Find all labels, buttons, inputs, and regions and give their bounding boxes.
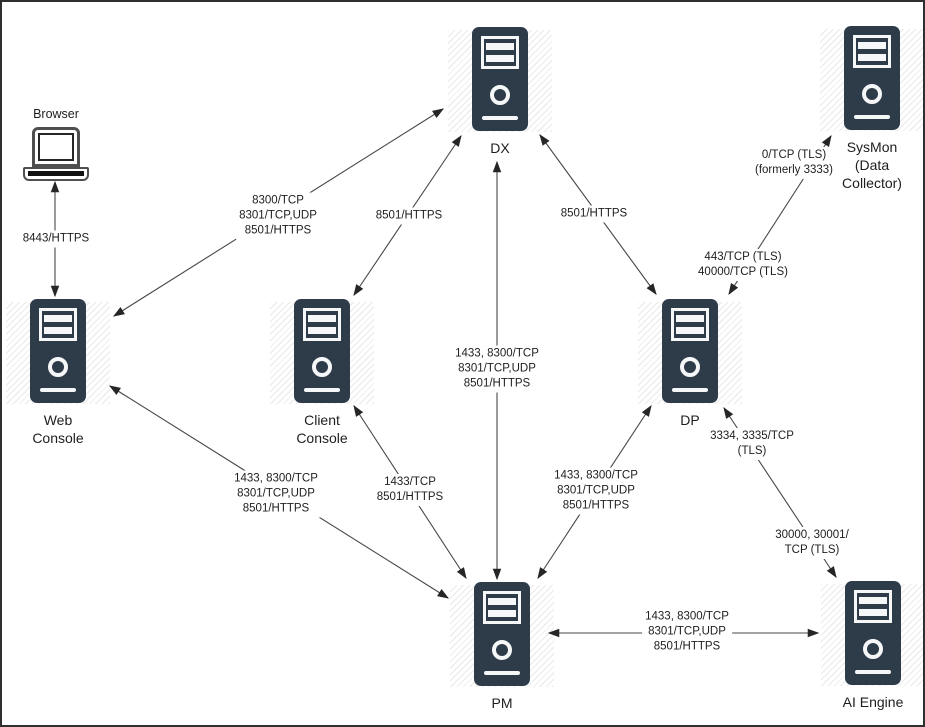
node-label: PM: [491, 695, 513, 711]
edge-label-client-console-pm: 1433/TCP 8501/HTTPS: [373, 474, 447, 506]
disc-slot-icon: [304, 388, 340, 392]
laptop-keyboard: [28, 171, 84, 176]
edge-label-client-console-dx: 8501/HTTPS: [372, 207, 446, 225]
node-label: Web Console: [32, 412, 84, 446]
drive-bay-icon: [481, 36, 519, 69]
node-label: Client Console: [296, 412, 348, 446]
tower-server-icon: [844, 26, 900, 130]
tower-server-icon: [845, 581, 901, 685]
power-button-icon: [680, 357, 700, 377]
laptop-icon: [22, 122, 90, 198]
disc-slot-icon: [484, 671, 520, 675]
power-button-icon: [48, 357, 68, 377]
node-browser: Browser: [22, 106, 90, 198]
drive-bay-icon: [854, 590, 892, 623]
drive-bay-icon: [39, 308, 77, 341]
disc-slot-icon: [482, 116, 518, 120]
node-label: Browser: [33, 107, 79, 121]
laptop-screen: [32, 127, 80, 167]
edge-label-dp-dx: 8501/HTTPS: [557, 205, 631, 223]
power-button-icon: [862, 84, 882, 104]
disc-slot-icon: [855, 670, 891, 674]
power-button-icon: [312, 357, 332, 377]
edge-label-browser-web-console: 8443/HTTPS: [19, 230, 93, 248]
tower-server-icon: [474, 582, 530, 686]
drive-bay-icon: [853, 35, 891, 68]
power-button-icon: [863, 639, 883, 659]
edge-label-dp-ai-engine-upper: 3334, 3335/TCP (TLS): [707, 428, 797, 460]
node-label: AI Engine: [842, 694, 904, 710]
node-label: DP: [680, 412, 700, 428]
tower-server-icon: [30, 299, 86, 403]
power-button-icon: [490, 85, 510, 105]
edge-label-pm-ai-engine: 1433, 8300/TCP 8301/TCP,UDP 8501/HTTPS: [642, 608, 732, 656]
tower-server-icon: [662, 299, 718, 403]
edge-label-dp-pm: 1433, 8300/TCP 8301/TCP,UDP 8501/HTTPS: [551, 467, 641, 515]
laptop-screen-inner: [38, 133, 74, 161]
tower-server-icon: [472, 27, 528, 131]
disc-slot-icon: [40, 388, 76, 392]
disc-slot-icon: [854, 115, 890, 119]
edge-label-web-console-dx: 8300/TCP 8301/TCP,UDP 8501/HTTPS: [236, 192, 320, 240]
node-label: SysMon (Data Collector): [842, 139, 902, 191]
disc-slot-icon: [672, 388, 708, 392]
edge-label-web-console-pm: 1433, 8300/TCP 8301/TCP,UDP 8501/HTTPS: [231, 470, 321, 518]
edge-label-dx-pm: 1433, 8300/TCP 8301/TCP,UDP 8501/HTTPS: [452, 345, 542, 393]
power-button-icon: [492, 640, 512, 660]
drive-bay-icon: [671, 308, 709, 341]
node-label: DX: [490, 140, 510, 156]
drive-bay-icon: [303, 308, 341, 341]
edge-label-dp-ai-engine-lower: 30000, 30001/ TCP (TLS): [772, 527, 852, 559]
tower-server-icon: [294, 299, 350, 403]
drive-bay-icon: [483, 591, 521, 624]
edge-label-dp-sysmon-upper: 0/TCP (TLS) (formerly 3333): [752, 147, 836, 179]
edge-label-dp-sysmon-lower: 443/TCP (TLS) 40000/TCP (TLS): [695, 249, 791, 281]
laptop-base: [23, 167, 89, 181]
